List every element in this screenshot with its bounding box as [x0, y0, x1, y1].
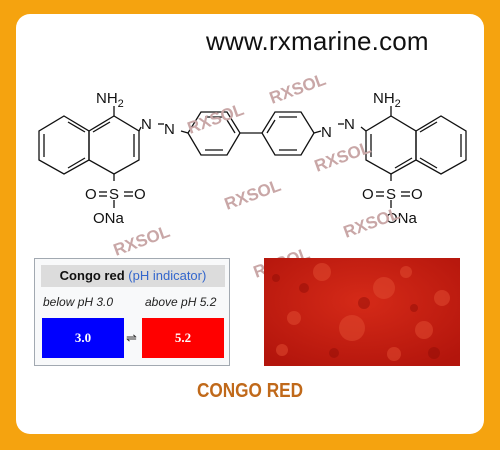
amine-left-label: NH2	[96, 90, 124, 110]
azo-n-right-1: N	[321, 124, 332, 141]
watermark: RXSOL	[341, 204, 403, 242]
indicator-header: Congo red (pH indicator)	[41, 265, 225, 287]
indicator-name: Congo red	[59, 268, 125, 283]
amine-right-label: NH2	[373, 90, 401, 110]
watermark: RXSOL	[312, 138, 374, 176]
high-ph-swatch: 5.2	[142, 318, 224, 358]
powder-photo	[264, 258, 460, 366]
left-naphthalene-ring-a	[38, 115, 90, 175]
azo-n-left-1: N	[141, 116, 152, 133]
left-naphthalene-ring-b	[88, 115, 140, 175]
indicator-qualifier-link[interactable]: (pH indicator)	[128, 268, 207, 283]
oxygen-right-b: O	[411, 186, 423, 203]
sulfonate-right-label: ONa	[386, 210, 418, 227]
oxygen-left-a: O	[85, 186, 97, 203]
high-ph-label: above pH 5.2	[145, 295, 217, 309]
oxygen-left-b: O	[134, 186, 146, 203]
sulfur-right: S	[386, 186, 396, 203]
watermark: RXSOL	[267, 70, 329, 108]
product-title: CONGO RED	[196, 380, 304, 402]
watermark: RXSOL	[111, 222, 173, 260]
equilibrium-arrow: ⇌	[126, 330, 137, 345]
azo-n-left-2: N	[164, 121, 175, 138]
sulfonate-left-label: ONa	[93, 210, 125, 227]
low-ph-swatch: 3.0	[42, 318, 124, 358]
watermark: RXSOL	[222, 176, 284, 214]
azo-n-right-2: N	[344, 116, 355, 133]
oxygen-right-a: O	[362, 186, 374, 203]
right-naphthalene-ring-b	[415, 115, 467, 175]
watermark: RXSOL	[185, 100, 247, 138]
sulfur-left: S	[109, 186, 119, 203]
right-naphthalene-ring-a	[365, 115, 417, 175]
low-ph-label: below pH 3.0	[43, 295, 114, 309]
ph-indicator-box: Congo red (pH indicator) below pH 3.0 ab…	[34, 258, 230, 366]
biphenyl-ring-right	[261, 111, 315, 156]
website-url: www.rxmarine.com	[206, 26, 429, 56]
